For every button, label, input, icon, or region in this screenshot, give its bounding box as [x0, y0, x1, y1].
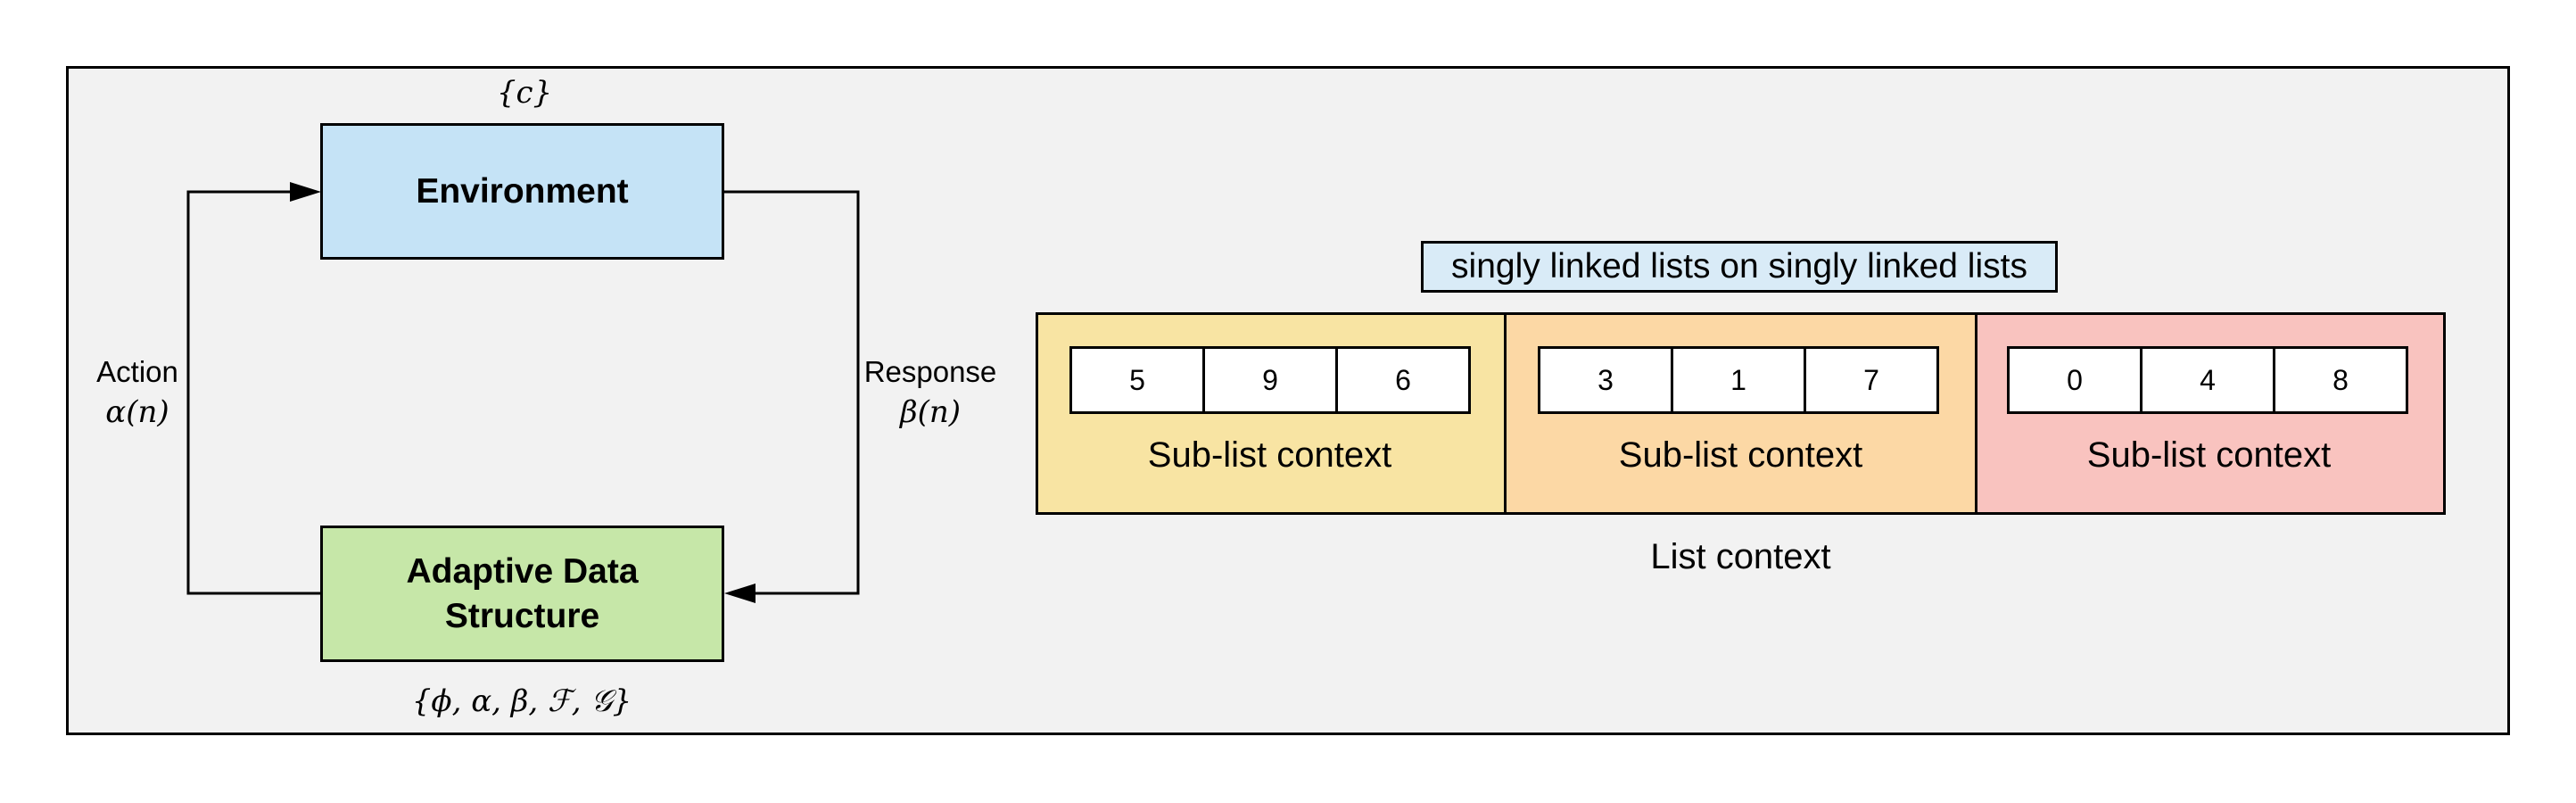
sublist-context-label: Sub-list context [1618, 435, 1863, 475]
adaptive-data-structure-box: Adaptive Data Structure [320, 526, 724, 662]
action-label: Action [96, 355, 178, 388]
response-label: Response [863, 355, 997, 388]
sublist-context-label: Sub-list context [2086, 435, 2332, 475]
list-node: 5 [1069, 346, 1205, 414]
list-node: 6 [1335, 346, 1471, 414]
environment-label: Environment [416, 171, 629, 211]
action-arrow [186, 190, 321, 595]
action-arrowhead [290, 182, 321, 202]
environment-box: Environment [320, 123, 724, 260]
list-title: singly linked lists on singly linked lis… [1451, 247, 2027, 286]
list-node: 1 [1671, 346, 1806, 414]
adaptive-label-line1: Adaptive Data [406, 551, 639, 591]
sublist-context-label: Sub-list context [1147, 435, 1392, 475]
list-node: 7 [1804, 346, 1939, 414]
environment-set: {c} [496, 75, 553, 111]
action-symbol: α(n) [105, 394, 169, 430]
list-node: 0 [2007, 346, 2143, 414]
list-node: 3 [1538, 346, 1673, 414]
response-arrowhead [724, 584, 755, 603]
adaptive-set: {ϕ, α, β, ℱ, 𝒢} [411, 683, 632, 719]
response-arrow [723, 190, 860, 595]
list-title-box: singly linked lists on singly linked lis… [1421, 241, 2058, 293]
list-node: 4 [2140, 346, 2275, 414]
list-context-label: List context [1650, 537, 1831, 576]
list-node: 8 [2273, 346, 2408, 414]
response-symbol: β(n) [899, 394, 962, 430]
list-node: 9 [1202, 346, 1338, 414]
adaptive-label-line2: Structure [444, 596, 600, 635]
